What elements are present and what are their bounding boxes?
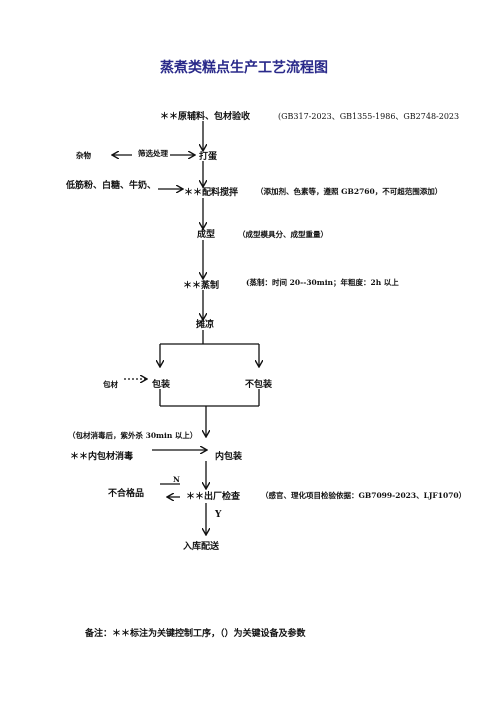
- remark: 备注：＊＊标注为关键控制工序，（）为关键设备及参数: [85, 629, 306, 639]
- raw-material-standards: (GB317-2023、GB1355-1986、GB2748-2023: [278, 112, 460, 121]
- node-cooling: 摊凉: [196, 320, 215, 330]
- node-warehouse: 入库配送: [183, 542, 220, 552]
- node-unpacked: 不包装: [245, 380, 273, 390]
- node-beating: 打蛋: [199, 152, 218, 162]
- node-shaping: 成型: [197, 230, 216, 240]
- node-packed: 包装: [152, 380, 171, 390]
- node-raw-material: ＊＊原辅料、包材验收: [160, 112, 251, 122]
- batching-note: （添加剂、色素等，遵照 GB2760，不可超范围添加）: [256, 187, 443, 196]
- y-mark: Y: [215, 510, 222, 520]
- steaming-note: (蒸制：时间 20--30min；年粗度：2h 以上: [246, 278, 399, 287]
- node-impurity: 杂物: [76, 151, 91, 160]
- node-ingredients: 低筋粉、白糖、牛奶、: [66, 181, 157, 191]
- node-steaming: ＊＊蒸制: [183, 281, 220, 291]
- node-unqualified: 不合格品: [108, 489, 145, 499]
- node-inner-packing: ＊＊内包材消毒: [70, 452, 134, 462]
- node-sifting: 筛选处理: [138, 149, 168, 158]
- node-inspection: ＊＊出厂检查: [186, 492, 241, 502]
- inspection-note: （感官、理化项目检验依据：GB7099-2023、LJF1070）: [261, 491, 467, 500]
- node-inner-package: 内包装: [215, 452, 243, 462]
- shaping-note: （成型模具分、成型重量）: [238, 230, 328, 239]
- node-batching: ＊＊配料搅拌: [184, 188, 239, 198]
- page-title: 蒸煮类糕点生产工艺流程图: [160, 60, 328, 76]
- package-note: （包材消毒后，紫外杀 30min 以上）: [68, 431, 198, 440]
- node-packing-material: 包材: [103, 380, 118, 389]
- n-mark: N: [173, 475, 180, 484]
